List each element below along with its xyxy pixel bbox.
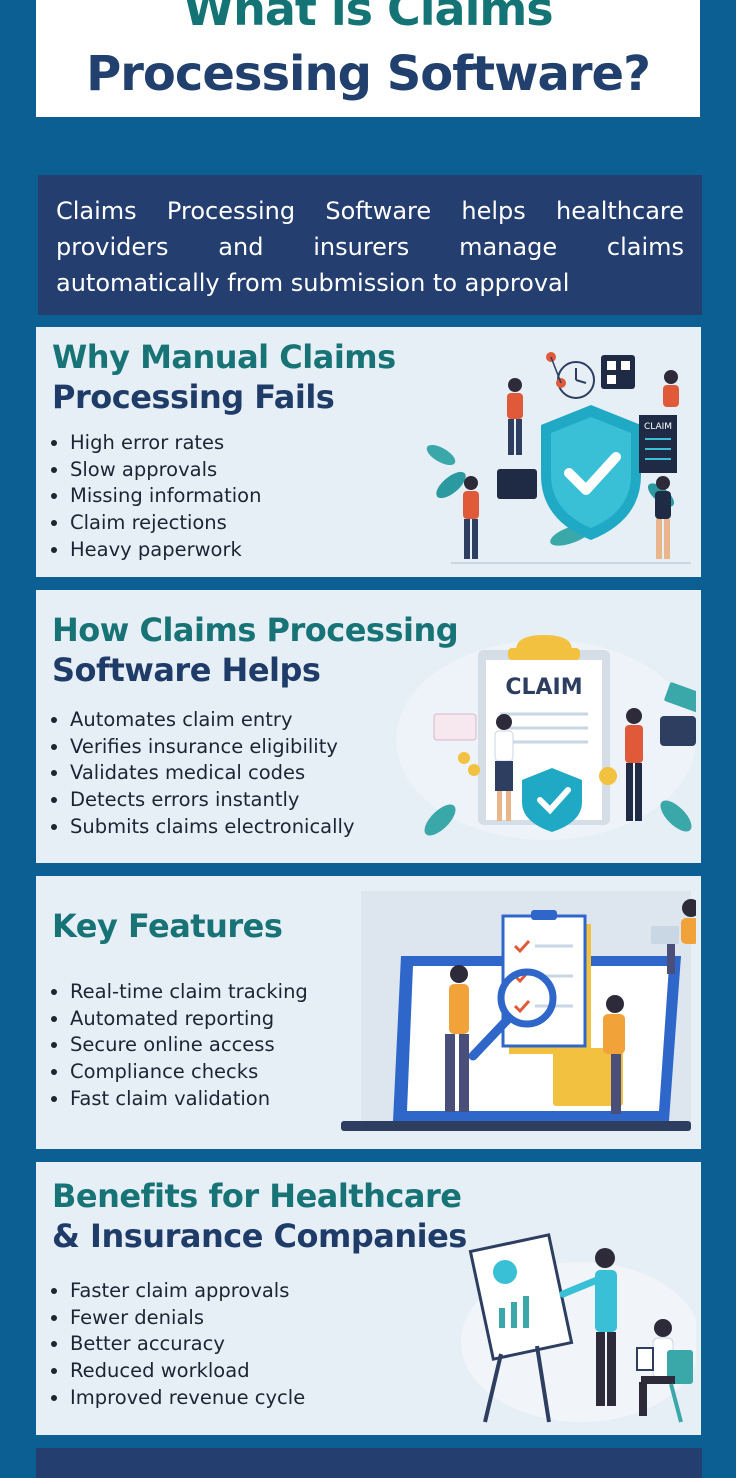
list-item: Heavy paperwork xyxy=(70,537,261,564)
list-item: Secure online access xyxy=(70,1032,308,1059)
section-heading: Key Features xyxy=(52,906,283,946)
section-heading-line-2: Software Helps xyxy=(52,651,321,689)
section-list: Automates claim entry Verifies insurance… xyxy=(52,707,355,841)
list-item: Verifies insurance eligibility xyxy=(70,734,355,761)
section-benefits: Benefits for Healthcare & Insurance Comp… xyxy=(36,1162,701,1435)
list-item: Missing information xyxy=(70,483,261,510)
title-banner: What is Claims Processing Software? xyxy=(36,0,700,117)
intro-text: Claims Processing Software helps healthc… xyxy=(56,197,684,297)
section-heading-line-1: Why Manual Claims xyxy=(52,338,396,376)
claim-doc-label: CLAIM xyxy=(644,422,672,432)
section-heading-line-2: Processing Fails xyxy=(52,378,335,416)
page-title-line-1: What is Claims xyxy=(183,0,553,36)
list-item: Better accuracy xyxy=(70,1331,305,1358)
laptop-checklist-illustration xyxy=(341,891,696,1131)
presentation-board-illustration xyxy=(461,1233,696,1423)
section-how-software-helps: How Claims Processing Software Helps Aut… xyxy=(36,590,701,863)
section-heading-line-1: How Claims Processing xyxy=(52,611,459,649)
list-item: Slow approvals xyxy=(70,457,261,484)
section-list: Faster claim approvals Fewer denials Bet… xyxy=(52,1278,305,1412)
section-list: High error rates Slow approvals Missing … xyxy=(52,430,261,564)
list-item: Fewer denials xyxy=(70,1305,305,1332)
section-heading-line-1: Key Features xyxy=(52,907,283,945)
claims-security-team-illustration: CLAIM xyxy=(426,352,691,564)
section-heading-line-1: Benefits for Healthcare xyxy=(52,1177,462,1215)
section-why-manual-fails: Why Manual Claims Processing Fails High … xyxy=(36,327,701,577)
list-item: Validates medical codes xyxy=(70,760,355,787)
list-item: Claim rejections xyxy=(70,510,261,537)
list-item: Reduced workload xyxy=(70,1358,305,1385)
list-item: Automates claim entry xyxy=(70,707,355,734)
section-list: Real-time claim tracking Automated repor… xyxy=(52,979,308,1113)
section-heading: Benefits for Healthcare & Insurance Comp… xyxy=(52,1176,467,1256)
list-item: Compliance checks xyxy=(70,1059,308,1086)
list-item: Automated reporting xyxy=(70,1006,308,1033)
section-heading-line-2: & Insurance Companies xyxy=(52,1217,467,1255)
list-item: Submits claims electronically xyxy=(70,814,355,841)
section-heading: How Claims Processing Software Helps xyxy=(52,610,459,690)
claim-clipboard-label: CLAIM xyxy=(505,675,582,700)
section-key-features: Key Features Real-time claim tracking Au… xyxy=(36,876,701,1149)
footer-banner xyxy=(36,1448,702,1478)
list-item: High error rates xyxy=(70,430,261,457)
list-item: Detects errors instantly xyxy=(70,787,355,814)
intro-panel: Claims Processing Software helps healthc… xyxy=(38,175,702,315)
page-title-line-2: Processing Software? xyxy=(86,46,651,102)
claim-clipboard-illustration: CLAIM xyxy=(396,635,696,840)
list-item: Faster claim approvals xyxy=(70,1278,305,1305)
list-item: Fast claim validation xyxy=(70,1086,308,1113)
list-item: Improved revenue cycle xyxy=(70,1385,305,1412)
section-heading: Why Manual Claims Processing Fails xyxy=(52,337,396,417)
list-item: Real-time claim tracking xyxy=(70,979,308,1006)
